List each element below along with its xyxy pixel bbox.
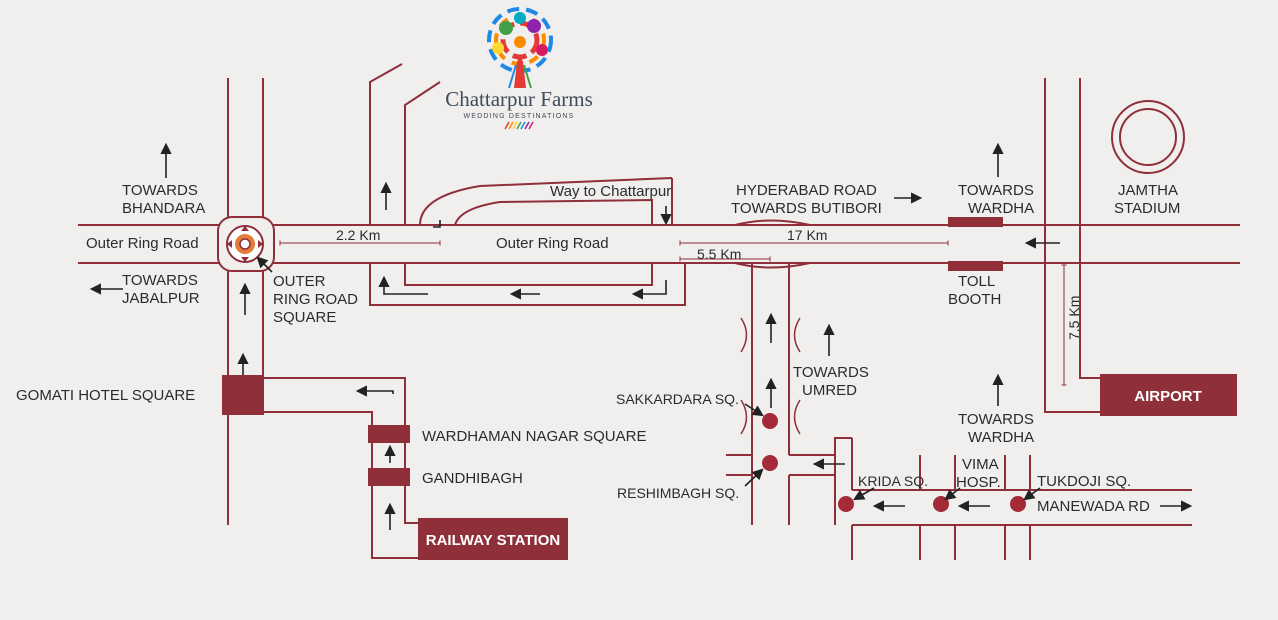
towards-wardha-top-label: WARDHA (968, 200, 1034, 217)
pointer-arrow-icon (744, 468, 764, 487)
gandhibagh-marker (368, 468, 410, 486)
towards-umred-label: TOWARDS (793, 364, 869, 381)
gandhibagh-label: GANDHIBAGH (422, 470, 523, 487)
direction-arrows (89, 142, 1193, 530)
hyderabad-road-label: TOWARDS BUTIBORI (731, 200, 882, 217)
roundabout-icon (217, 216, 275, 272)
distance-5-5-km-label: 5.5 Km (697, 246, 741, 262)
towards-wardha-top-label: TOWARDS (958, 182, 1034, 199)
gomati-hotel-square-label: GOMATI HOTEL SQUARE (16, 387, 195, 404)
railway-station-box (418, 518, 568, 560)
distance-17-km-label: 17 Km (787, 227, 827, 243)
distance-2-2-km-label: 2.2 Km (336, 227, 380, 243)
sakkardara-sq-label: SAKKARDARA SQ. (616, 391, 739, 407)
tree-logo-icon (487, 7, 553, 89)
turn-arrow-icon (631, 280, 667, 300)
towards-wardha-bottom-label: TOWARDS (958, 411, 1034, 428)
tukdoji-sq-label: TUKDOJI SQ. (1037, 473, 1131, 490)
arrow-left-icon (355, 385, 394, 397)
pointer-arrow-icon (256, 256, 273, 273)
krida-sq-dot (838, 496, 854, 512)
logo-subtitle: WEDDING DESTINATIONS (464, 113, 575, 120)
wardhaman-nagar-square-label: WARDHAMAN NAGAR SQUARE (422, 428, 646, 445)
gomati-hotel-square-marker (222, 375, 264, 415)
airport-box (1100, 374, 1237, 416)
stadium-icon (1111, 100, 1185, 174)
vima-hosp-label: HOSP. (956, 474, 1001, 491)
wardhaman-nagar-square-marker (368, 425, 410, 443)
pointer-arrow-icon (744, 403, 764, 417)
sakkardara-sq-dot (762, 413, 778, 429)
pointer-arrow-icon (944, 487, 961, 501)
towards-wardha-bottom-label: WARDHA (968, 429, 1034, 446)
orr-square-label: RING ROAD (273, 291, 358, 308)
turn-arrow-icon (433, 220, 441, 228)
tukdoji-sq-dot (1010, 496, 1026, 512)
manewada-rd-label: MANEWADA RD (1037, 498, 1150, 515)
jamtha-stadium-label: STADIUM (1114, 200, 1180, 217)
distance-markers (279, 240, 1067, 386)
towards-jabalpur-label: JABALPUR (122, 290, 200, 307)
logo-stripes-icon (504, 121, 534, 130)
toll-booth-label: BOOTH (948, 291, 1001, 308)
jamtha-stadium-label: JAMTHA (1118, 182, 1178, 199)
way-to-chattarpur-label: Way to Chattarpur (550, 183, 671, 200)
reshimbagh-sq-dot (762, 455, 778, 471)
towards-bhandara-label: TOWARDS (122, 182, 198, 199)
towards-jabalpur-label: TOWARDS (122, 272, 198, 289)
pointer-arrow-icon (1023, 487, 1041, 501)
towards-bhandara-label: BHANDARA (122, 200, 205, 217)
vima-hosp-label: VIMA (962, 456, 999, 473)
krida-sq-label: KRIDA SQ. (858, 473, 928, 489)
railway-station-label: RAILWAY STATION (426, 532, 560, 549)
logo-title: Chattarpur Farms (445, 87, 593, 111)
outer-ring-road-left-label: Outer Ring Road (86, 235, 199, 252)
toll-booth-label: TOLL (958, 273, 995, 290)
pointer-arrow-icon (853, 487, 875, 501)
orr-square-label: OUTER (273, 273, 326, 290)
airport-label: AIRPORT (1134, 388, 1202, 405)
toll-bar-bottom (948, 261, 1003, 271)
hyderabad-road-label: HYDERABAD ROAD (736, 182, 877, 199)
outer-ring-road-center-label: Outer Ring Road (496, 235, 609, 252)
towards-umred-label: UMRED (802, 382, 857, 399)
distance-7-5-km-label: 7.5 Km (1066, 296, 1082, 340)
turn-arrow-icon (378, 275, 428, 295)
reshimbagh-sq-label: RESHIMBAGH SQ. (617, 485, 739, 501)
orr-square-label: SQUARE (273, 309, 336, 326)
chattarpur-farms-logo: Chattarpur Farms WEDDING DESTINATIONS (445, 7, 593, 130)
toll-bar-top (948, 217, 1003, 227)
